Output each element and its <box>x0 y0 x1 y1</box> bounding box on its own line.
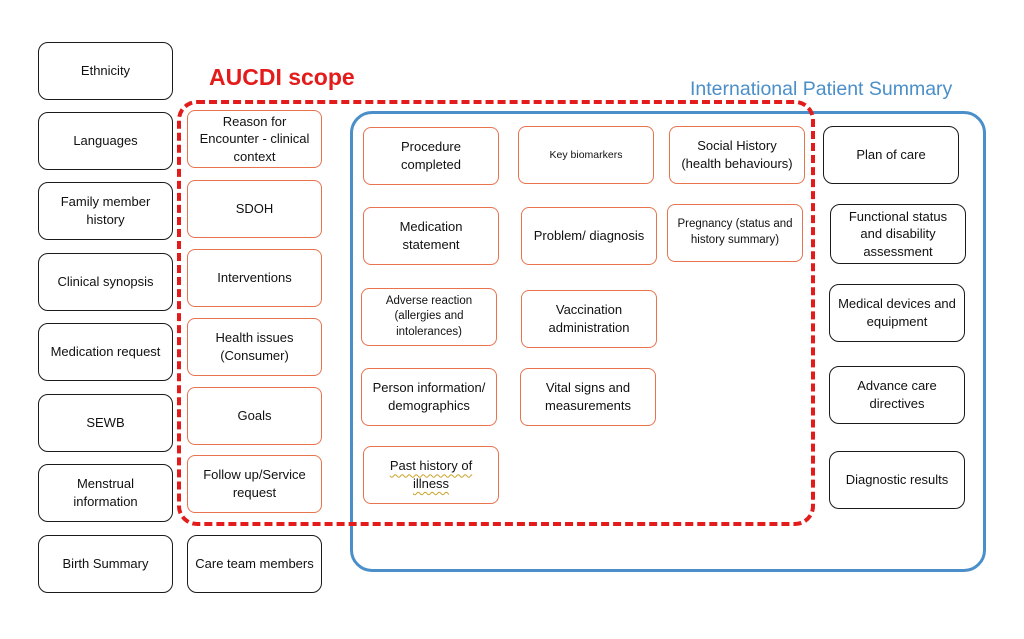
box-medical-devices: Medical devices and equipment <box>829 284 965 342</box>
box-care-team-members: Care team members <box>187 535 322 593</box>
box-ethnicity: Ethnicity <box>38 42 173 100</box>
box-past-history-of-illness: Past history of illness <box>363 446 499 504</box>
box-diagnostic-results: Diagnostic results <box>829 451 965 509</box>
box-plan-of-care: Plan of care <box>823 126 959 184</box>
box-key-biomarkers: Key biomarkers <box>518 126 654 184</box>
box-interventions: Interventions <box>187 249 322 307</box>
box-vital-signs: Vital signs and measurements <box>520 368 656 426</box>
past-history-label: Past history of illness <box>389 458 473 491</box>
box-problem-diagnosis: Problem/ diagnosis <box>521 207 657 265</box>
box-medication-request: Medication request <box>38 323 173 381</box>
box-sewb: SEWB <box>38 394 173 452</box>
box-birth-summary: Birth Summary <box>38 535 173 593</box>
box-sdoh: SDOH <box>187 180 322 238</box>
box-pregnancy: Pregnancy (status and history summary) <box>667 204 803 262</box>
aucdi-scope-frame <box>177 100 815 526</box>
box-social-history: Social History (health behaviours) <box>669 126 805 184</box>
aucdi-scope-title: AUCDI scope <box>209 64 355 90</box>
box-languages: Languages <box>38 112 173 170</box>
box-functional-status: Functional status and disability assessm… <box>830 204 966 264</box>
box-menstrual-information: Menstrual information <box>38 464 173 522</box>
box-family-member-history: Family member history <box>38 182 173 240</box>
box-adverse-reaction: Adverse reaction (allergies and intolera… <box>361 288 497 346</box>
box-advance-care-directives: Advance care directives <box>829 366 965 424</box>
box-clinical-synopsis: Clinical synopsis <box>38 253 173 311</box>
box-health-issues: Health issues (Consumer) <box>187 318 322 376</box>
ips-scope-frame <box>350 111 986 572</box>
box-goals: Goals <box>187 387 322 445</box>
box-medication-statement: Medication statement <box>363 207 499 265</box>
box-person-information: Person information/ demographics <box>361 368 497 426</box>
box-follow-up-service-request: Follow up/Service request <box>187 455 322 513</box>
ips-scope-title: International Patient Summary <box>690 78 953 100</box>
box-vaccination-administration: Vaccination administration <box>521 290 657 348</box>
box-reason-for-encounter: Reason for Encounter - clinical context <box>187 110 322 168</box>
box-procedure-completed: Procedure completed <box>363 127 499 185</box>
